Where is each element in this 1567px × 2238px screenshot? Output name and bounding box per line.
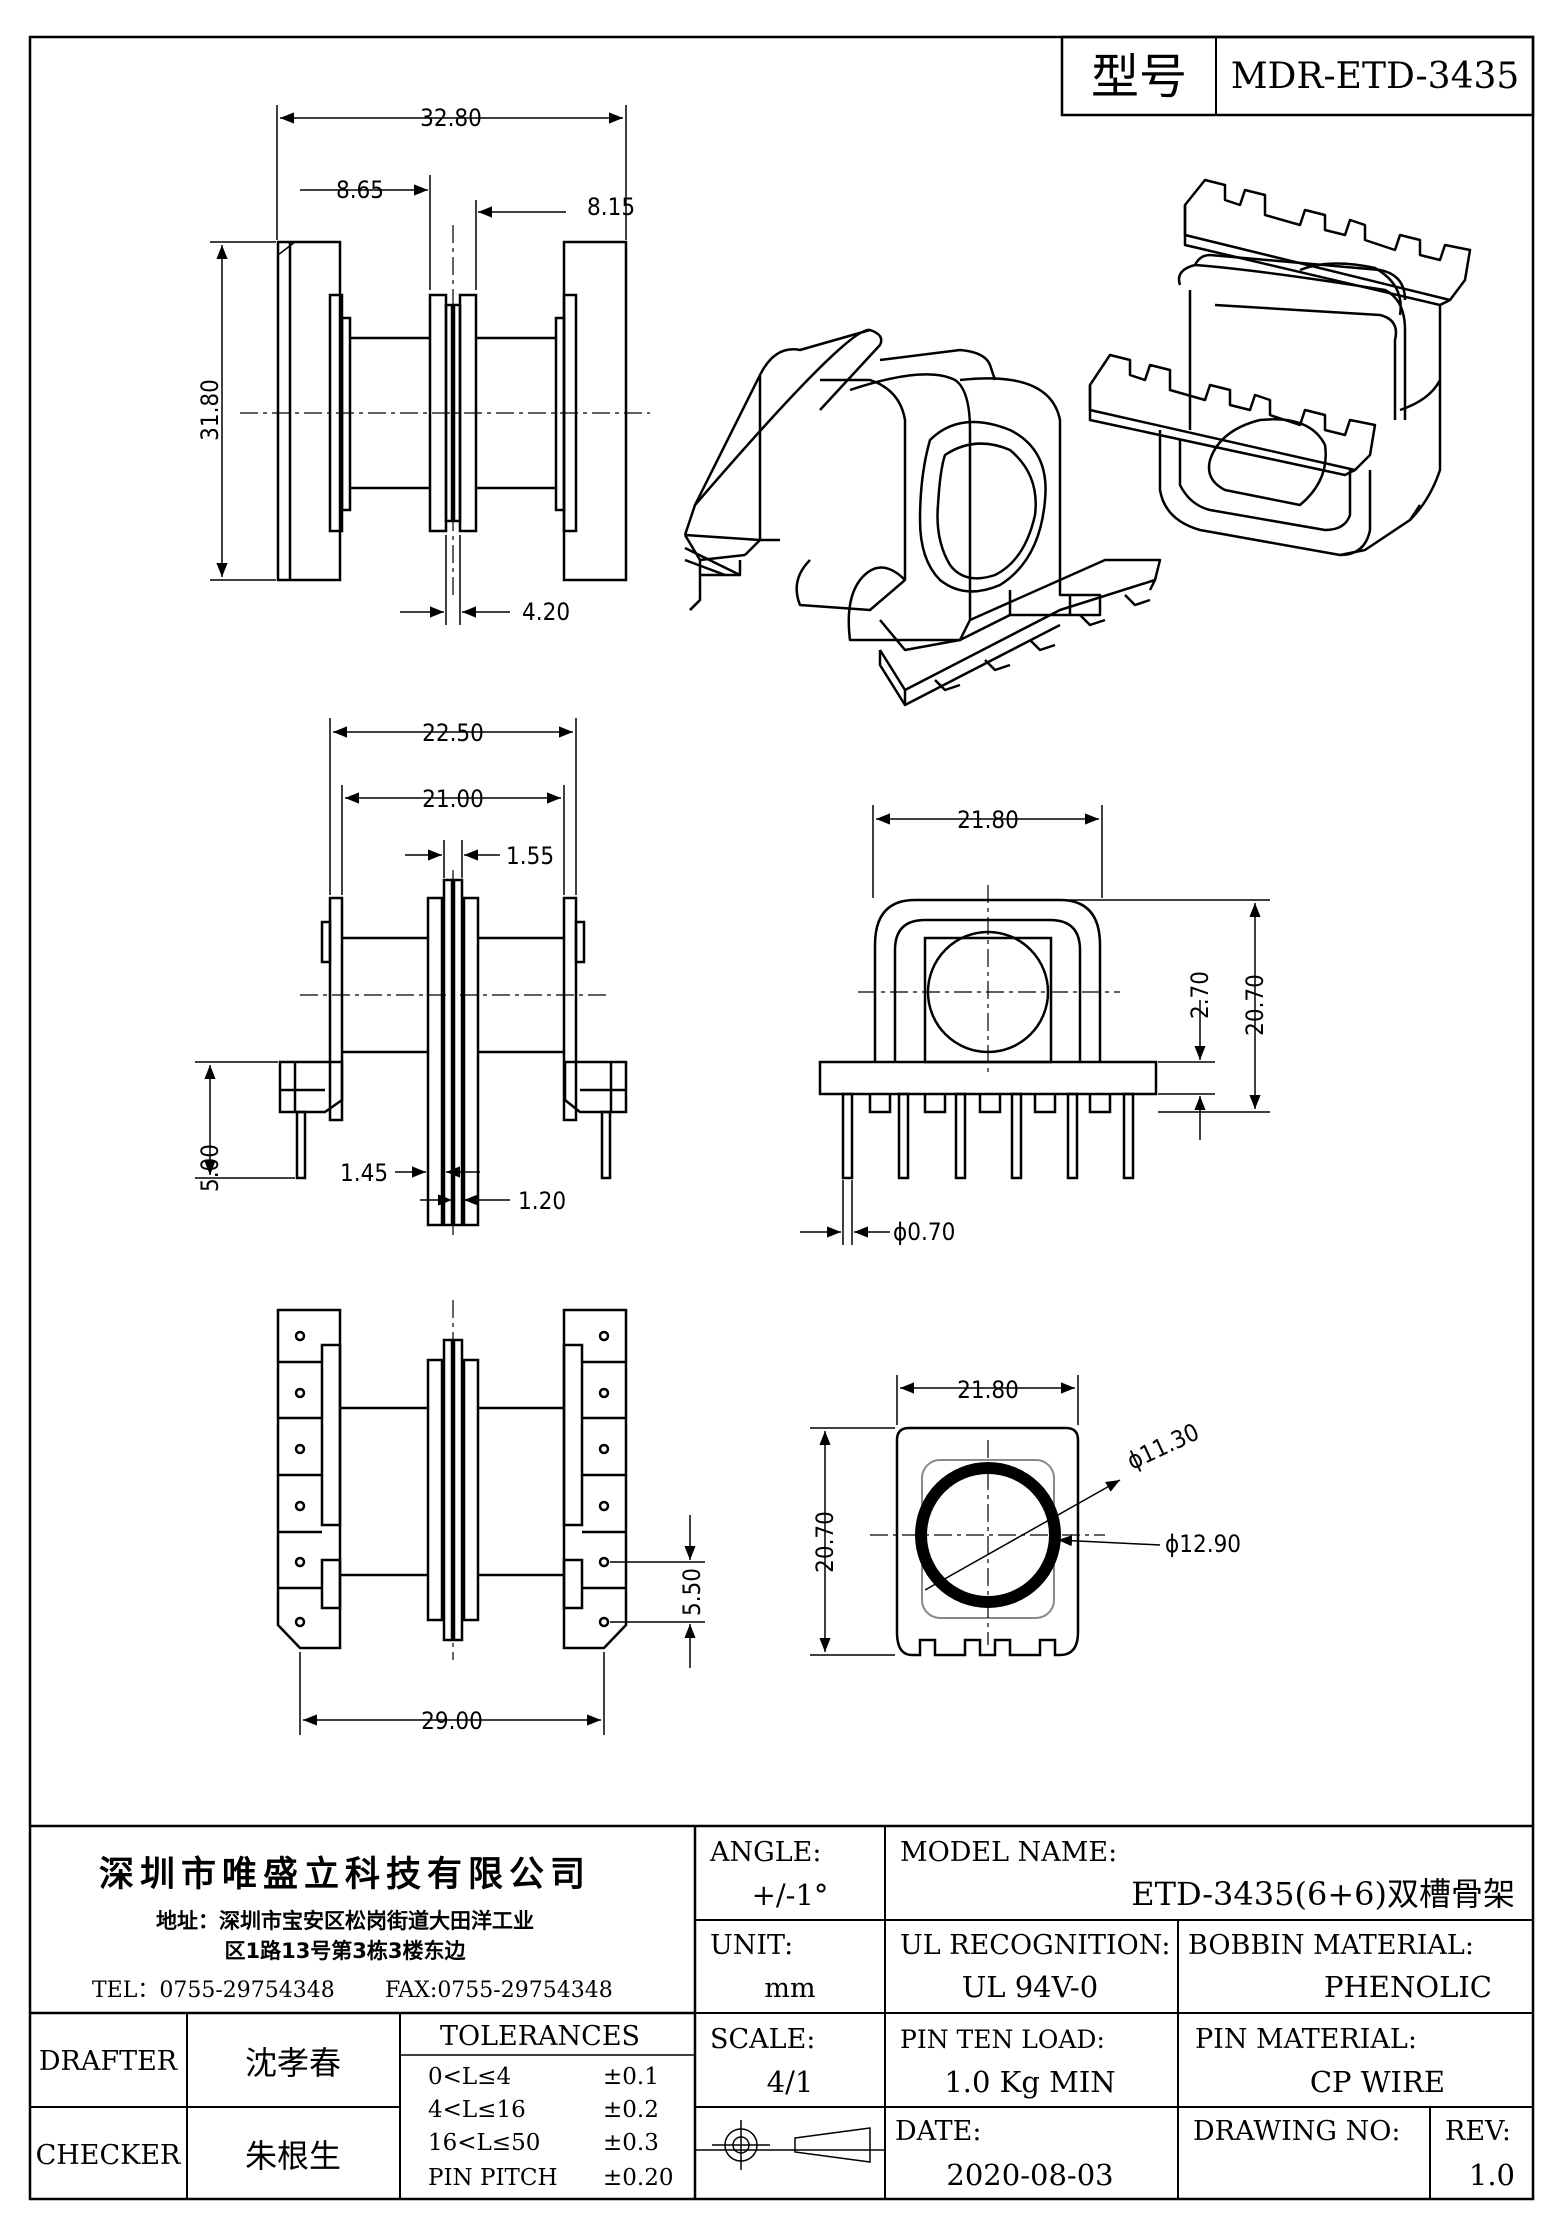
dim-side-flange-a: 1.45 [340, 1159, 388, 1187]
company-fax: FAX:0755-29754348 [385, 1978, 613, 2003]
top-view [240, 225, 650, 600]
end-view-dims [810, 1375, 1161, 1656]
angle-label: ANGLE: [709, 1837, 821, 1868]
dim-side-slot: 1.55 [506, 842, 554, 870]
dim-top-height: 31.80 [196, 379, 224, 441]
company-name: 深圳市唯盛立科技有限公司 [99, 1855, 591, 1895]
bobbin-label: BOBBIN MATERIAL: [1188, 1930, 1474, 1961]
sheet-border [28, 35, 1535, 2201]
pin-load-label: PIN TEN LOAD: [900, 2025, 1105, 2054]
top-view-dim-labels: 32.80 8.65 8.15 31.80 4.20 [196, 104, 635, 626]
front-view [818, 885, 1158, 1180]
end-view [870, 1426, 1105, 1657]
tolerance-value-4: ±0.20 [603, 2165, 673, 2191]
dim-end-height: 20.70 [811, 1511, 839, 1573]
drawing-no-label: DRAWING NO: [1193, 2116, 1400, 2147]
dim-front-offset: 2.70 [1186, 971, 1214, 1019]
bobbin-value: PHENOLIC [1324, 1970, 1492, 2004]
dim-bottom-width: 29.00 [421, 1707, 483, 1735]
tolerance-value-1: ±0.1 [603, 2064, 659, 2090]
scale-label: SCALE: [710, 2024, 815, 2055]
dim-front-height: 20.70 [1241, 974, 1269, 1036]
company-tel: TEL：0755-29754348 [92, 1978, 335, 2003]
side-view [278, 870, 628, 1235]
pin-material-value: CP WIRE [1310, 2065, 1445, 2099]
model-header-box: 型号 MDR-ETD-3435 [1060, 35, 1535, 117]
dim-bottom-pitch: 5.50 [678, 1568, 706, 1616]
drafter-label: DRAFTER [39, 2046, 178, 2077]
bottom-view-dim-labels: 29.00 5.50 [421, 1568, 706, 1735]
drafter-value: 沈孝春 [245, 2044, 341, 2082]
dim-front-width: 21.80 [957, 806, 1019, 834]
angle-value: +/-1° [752, 1878, 829, 1912]
checker-value: 朱根生 [245, 2137, 341, 2175]
dim-top-center-gap: 4.20 [522, 598, 570, 626]
unit-label: UNIT: [710, 1930, 793, 1961]
model-name-value: ETD-3435(6+6)双槽骨架 [1131, 1875, 1515, 1913]
dim-top-left-flange: 8.65 [336, 176, 384, 204]
dim-side-flange-b: 1.20 [518, 1187, 566, 1215]
model-name-label: MODEL NAME: [900, 1837, 1117, 1868]
ul-value: UL 94V-0 [962, 1970, 1098, 2004]
tolerance-range-1: 0<L≤4 [428, 2064, 511, 2090]
dim-top-right-flange: 8.15 [587, 193, 635, 221]
tolerance-range-2: 4<L≤16 [428, 2097, 526, 2123]
checker-label: CHECKER [36, 2140, 181, 2171]
pin-load-value: 1.0 Kg MIN [944, 2065, 1115, 2099]
company-address-line2: 区1路13号第3栋3楼东边 [224, 1939, 466, 1963]
isometric-view-back [1088, 178, 1472, 557]
dim-end-width: 21.80 [957, 1376, 1019, 1404]
dim-side-inner: 21.00 [422, 785, 484, 813]
rev-label: REV: [1445, 2116, 1511, 2147]
model-header-value: MDR-ETD-3435 [1231, 56, 1520, 97]
dim-side-height: 5.00 [196, 1144, 224, 1192]
tolerance-value-3: ±0.3 [603, 2130, 659, 2156]
pin-material-label: PIN MATERIAL: [1195, 2024, 1417, 2055]
title-block [30, 1824, 1533, 2199]
title-block-text: ANGLE: +/-1° MODEL NAME: ETD-3435(6+6)双槽… [36, 1837, 1515, 2192]
side-view-dims [195, 718, 577, 1225]
bottom-view-dims [299, 1515, 705, 1735]
tolerance-range-4: PIN PITCH [428, 2165, 558, 2191]
isometric-view-front [683, 328, 1162, 707]
dim-pin-diameter: ϕ0.70 [893, 1218, 955, 1246]
bottom-view [276, 1300, 628, 1660]
model-header-label: 型号 [1091, 49, 1187, 105]
date-value: 2020-08-03 [946, 2158, 1113, 2192]
dim-top-width: 32.80 [420, 104, 482, 132]
company-block: 深圳市唯盛立科技有限公司 地址：深圳市宝安区松岗街道大田洋工业 区1路13号第3… [92, 1855, 613, 2003]
tolerances-label: TOLERANCES [440, 2021, 640, 2052]
date-label: DATE: [895, 2116, 981, 2147]
rev-value: 1.0 [1469, 2158, 1515, 2192]
unit-value: mm [764, 1973, 815, 2004]
top-view-dims [210, 105, 627, 625]
tolerance-value-2: ±0.2 [603, 2097, 659, 2123]
scale-value: 4/1 [767, 2065, 814, 2099]
side-view-dim-labels: 22.50 21.00 1.55 5.00 1.45 1.20 [196, 719, 566, 1215]
dim-side-outer: 22.50 [422, 719, 484, 747]
dim-inner-diameter: ϕ11.30 [1123, 1418, 1204, 1476]
company-address-line1: 地址：深圳市宝安区松岗街道大田洋工业 [156, 1909, 534, 1933]
projection-symbol [712, 2120, 871, 2170]
dim-outer-diameter: ϕ12.90 [1165, 1530, 1241, 1558]
front-view-dims [800, 805, 1270, 1245]
tolerance-range-3: 16<L≤50 [428, 2130, 540, 2156]
ul-label: UL RECOGNITION: [900, 1930, 1171, 1961]
front-view-dim-labels: 21.80 20.70 2.70 ϕ0.70 [893, 806, 1269, 1246]
